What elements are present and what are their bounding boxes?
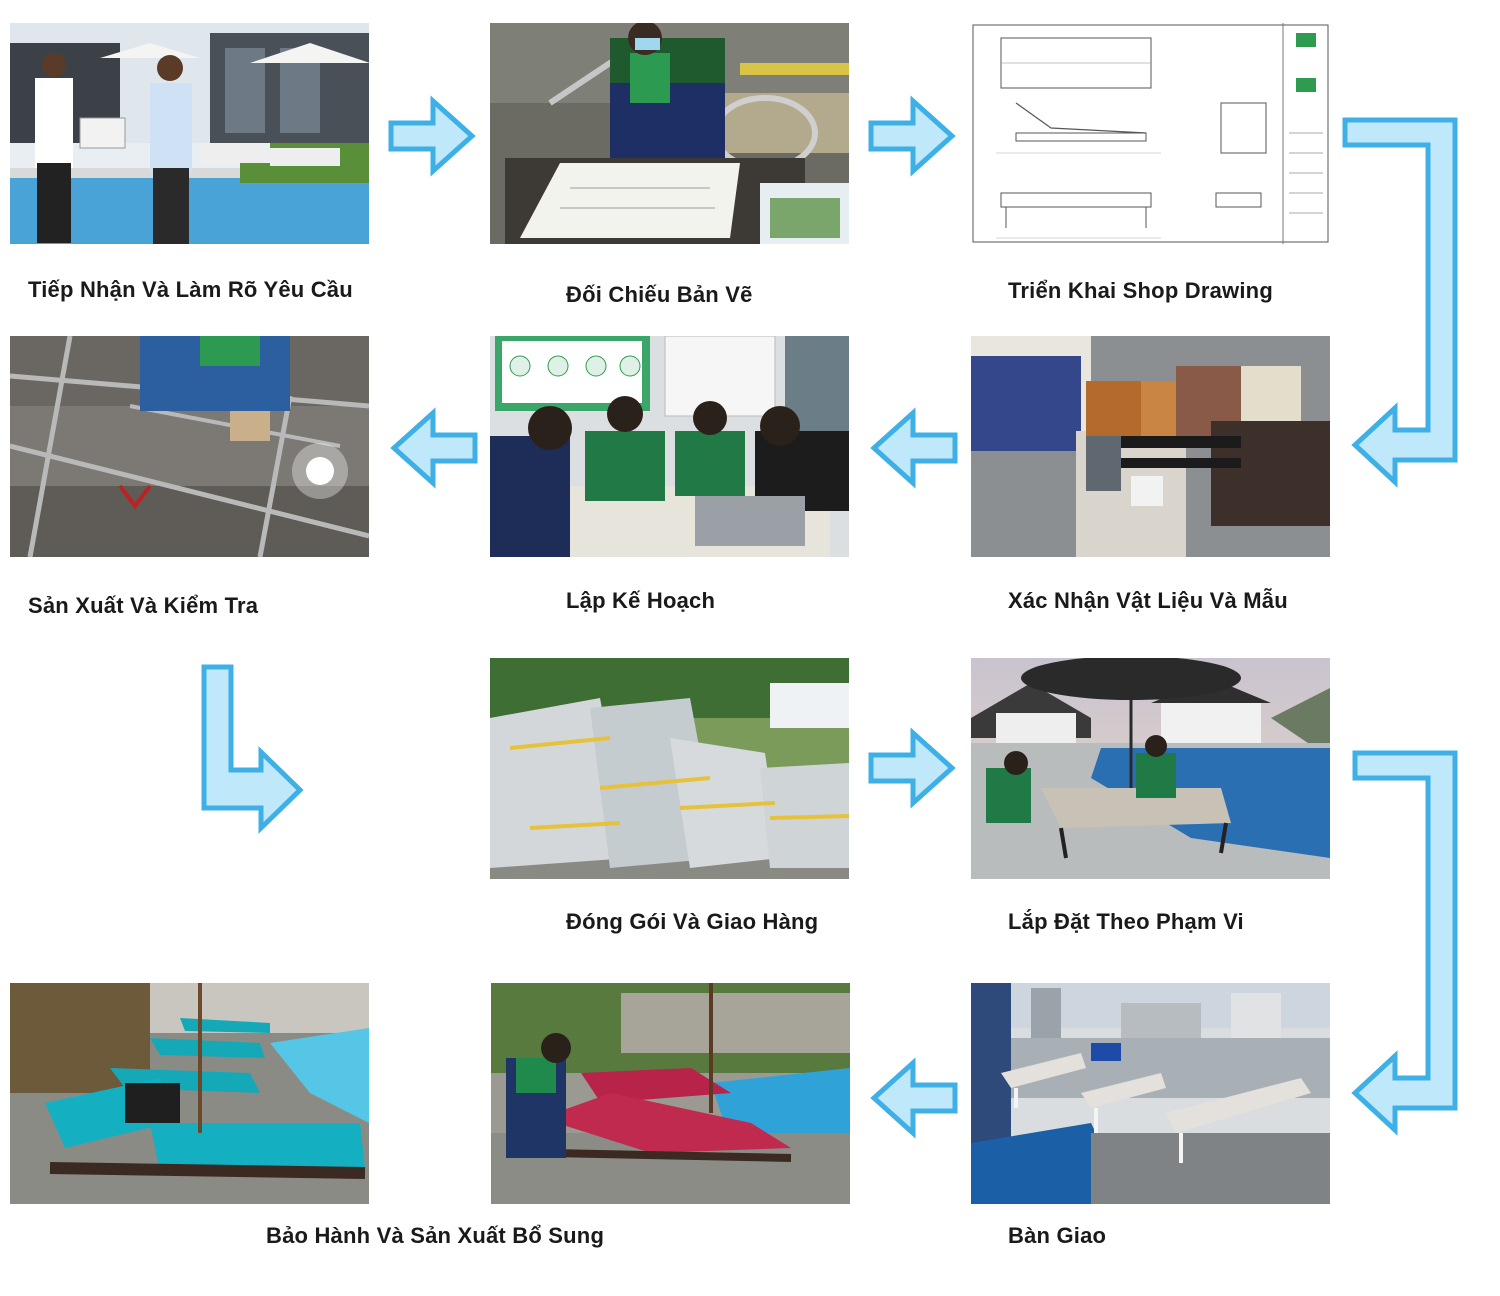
step-10-photo-teal bbox=[10, 983, 369, 1204]
step-8-label: Lắp Đặt Theo Phạm Vi bbox=[1008, 909, 1244, 934]
step-8-photo bbox=[971, 658, 1330, 879]
arrow-right-7-8 bbox=[868, 727, 956, 809]
step-4-photo bbox=[971, 336, 1330, 557]
step-9-label: Bàn Giao bbox=[1008, 1223, 1107, 1248]
arrow-bent-6-7 bbox=[201, 664, 304, 834]
step-5-photo bbox=[490, 336, 849, 557]
arrow-bent-8-9 bbox=[1351, 750, 1458, 1136]
step-1-label: Tiếp Nhận Và Làm Rõ Yêu Cầu bbox=[28, 277, 353, 302]
step-3-label: Triển Khai Shop Drawing bbox=[1008, 278, 1273, 303]
step-6-photo bbox=[10, 336, 369, 557]
arrow-left-4-5 bbox=[870, 407, 958, 489]
step-10-label: Bảo Hành Và Sản Xuất Bổ Sung bbox=[266, 1223, 605, 1248]
step-10-photo bbox=[491, 983, 850, 1204]
step-5-label: Lập Kế Hoạch bbox=[566, 588, 716, 613]
step-7-label: Đóng Gói Và Giao Hàng bbox=[566, 909, 819, 934]
step-9-photo bbox=[971, 983, 1330, 1204]
step-6-label: Sản Xuất Và Kiểm Tra bbox=[28, 593, 259, 618]
arrow-right-2-3 bbox=[868, 95, 956, 177]
arrow-left-5-6 bbox=[390, 407, 478, 489]
step-7-photo bbox=[490, 658, 849, 879]
arrow-bent-3-4 bbox=[1342, 117, 1458, 488]
step-1-photo bbox=[10, 23, 369, 244]
arrow-right-1-2 bbox=[388, 95, 476, 177]
arrow-left-9-10 bbox=[870, 1057, 958, 1139]
step-2-label: Đối Chiếu Bản Vẽ bbox=[566, 282, 753, 307]
step-2-photo bbox=[490, 23, 849, 244]
step-3-photo bbox=[971, 23, 1330, 244]
step-4-label: Xác Nhận Vật Liệu Và Mẫu bbox=[1008, 588, 1288, 613]
